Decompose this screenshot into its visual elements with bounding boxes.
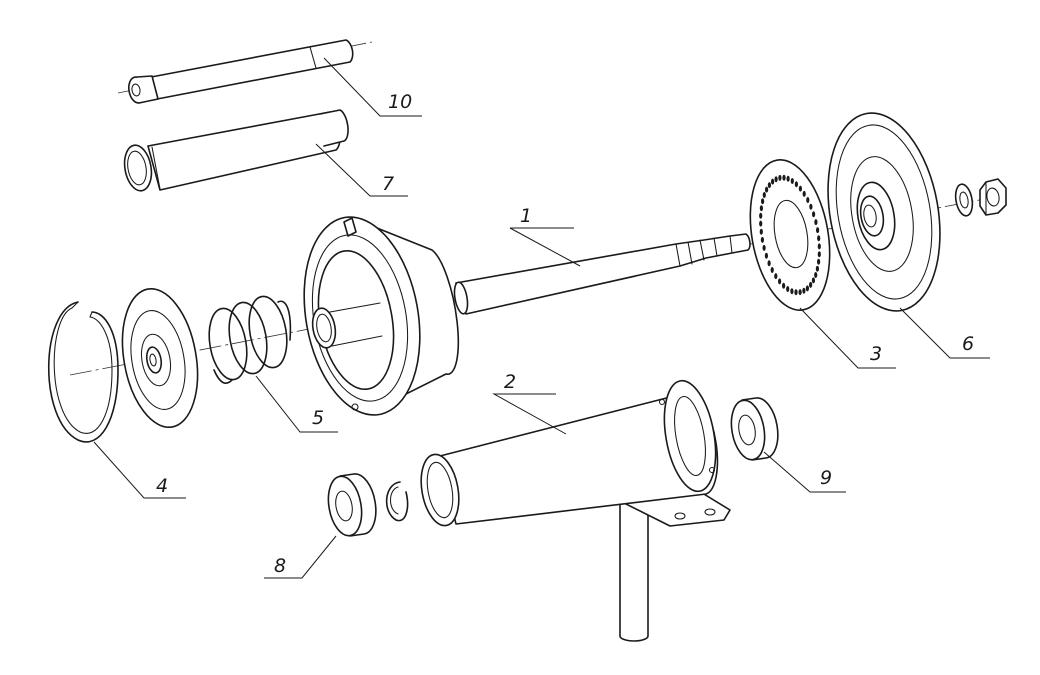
encoder-slot [762, 192, 766, 198]
encoder-slot [790, 288, 794, 295]
part-nut [979, 178, 1007, 216]
encoder-slot [802, 287, 806, 294]
part-9-bearing [730, 397, 779, 461]
encoder-slot [759, 220, 763, 227]
encoder-slot [786, 286, 790, 292]
encoder-slot [816, 227, 820, 234]
encoder-slot [815, 265, 820, 272]
part-2-tube-stand [420, 379, 731, 642]
part-disk-flange [121, 287, 199, 429]
callout-8: 8 [274, 555, 286, 577]
encoder-slot [759, 228, 763, 235]
encoder-slot [759, 212, 763, 219]
encoder-slot [794, 289, 798, 296]
callout-1: 1 [520, 205, 532, 227]
encoder-slot [786, 175, 790, 182]
part-housing-hub [303, 216, 460, 416]
callout-6: 6 [962, 333, 974, 355]
encoder-slot [760, 236, 765, 243]
encoder-slot [765, 186, 769, 193]
part-1-shaft [453, 233, 751, 315]
encoder-slot [814, 219, 818, 226]
encoder-slot [778, 174, 782, 181]
part-5-spring [208, 295, 292, 384]
encoder-slot [774, 273, 778, 280]
part-circlip [385, 481, 409, 522]
encoder-slot [806, 197, 810, 203]
part-10-rod [117, 39, 373, 104]
callout-2: 2 [504, 371, 516, 393]
encoder-slot [782, 174, 786, 181]
part-4-snap-ring [47, 301, 119, 443]
encoder-slot [817, 243, 821, 250]
encoder-slot [817, 235, 821, 242]
encoder-slot [764, 252, 769, 259]
encoder-slot [812, 211, 816, 218]
part-7-sleeve [123, 109, 349, 192]
part-washer [954, 183, 974, 217]
encoder-slot [809, 281, 813, 288]
encoder-slot [817, 251, 821, 258]
encoder-slot [794, 181, 799, 188]
encoder-slot [798, 185, 803, 192]
callout-4: 4 [156, 475, 168, 497]
encoder-slot [798, 289, 802, 296]
callout-3: 3 [870, 343, 882, 365]
encoder-slot [767, 260, 771, 267]
callout-9: 9 [820, 467, 832, 489]
encoder-slot [802, 190, 806, 197]
encoder-slot [762, 244, 766, 251]
encoder-slot [811, 277, 816, 284]
callout-7: 7 [382, 173, 394, 195]
encoder-slot [774, 176, 778, 183]
part-8-bearing [327, 473, 377, 537]
part-3-encoder-disk [749, 159, 831, 311]
encoder-slot [778, 278, 782, 285]
leaders [93, 57, 990, 579]
encoder-slot [805, 285, 810, 292]
encoder-slot [770, 267, 774, 273]
encoder-slot [767, 182, 772, 189]
callout-10: 10 [388, 91, 412, 113]
encoder-slot [790, 178, 794, 184]
encoder-slot [759, 205, 764, 212]
callout-5: 5 [312, 407, 324, 429]
encoder-slot [771, 178, 775, 185]
callout-labels: 1 2 3 4 5 6 7 8 9 10 [156, 91, 974, 577]
encoder-slot [761, 198, 765, 205]
part-6-pulley-disk [827, 112, 941, 312]
encoder-slot [782, 282, 786, 289]
encoder-slot [817, 258, 821, 265]
encoder-slot [809, 203, 813, 210]
encoder-slot [814, 272, 818, 278]
